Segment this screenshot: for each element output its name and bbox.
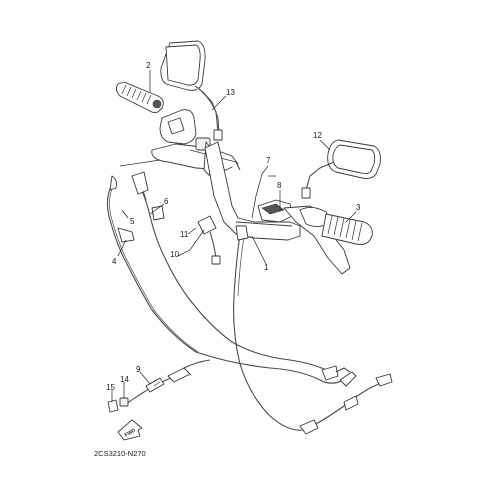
callout-4: 4 <box>112 257 117 266</box>
callout-2: 2 <box>146 61 151 70</box>
left-grip <box>115 81 164 114</box>
throttle-cable-set <box>131 171 351 381</box>
right-switch-and-throttle <box>257 199 373 275</box>
callout-9: 9 <box>136 365 141 374</box>
left-switch-and-lever <box>151 109 241 181</box>
starter-cable <box>197 215 221 265</box>
callout-6: 6 <box>164 197 169 206</box>
clutch-cable <box>106 175 357 387</box>
callout-3: 3 <box>356 203 361 212</box>
handlebar <box>204 141 301 241</box>
leader-lines <box>111 70 357 402</box>
fwd-label: FWD <box>124 427 137 438</box>
fwd-arrow: FWD <box>117 419 143 441</box>
callout-labels: 1 2 3 4 5 6 7 8 9 10 11 12 13 14 15 <box>106 61 361 392</box>
callout-10: 10 <box>170 250 179 259</box>
callout-13: 13 <box>226 88 235 97</box>
callout-8: 8 <box>277 181 282 190</box>
callout-5: 5 <box>130 217 135 226</box>
callout-12: 12 <box>313 131 322 140</box>
brake-cable <box>233 225 393 435</box>
callout-14: 14 <box>120 375 129 384</box>
callout-11: 11 <box>180 230 189 239</box>
callout-1: 1 <box>264 263 269 272</box>
left-mirror <box>160 40 223 141</box>
callout-15: 15 <box>106 383 115 392</box>
right-mirror <box>301 139 381 199</box>
diagram-reference-code: 2CS3210-N270 <box>94 449 146 458</box>
callout-7: 7 <box>266 156 271 165</box>
lower-cable-fittings <box>107 359 211 413</box>
